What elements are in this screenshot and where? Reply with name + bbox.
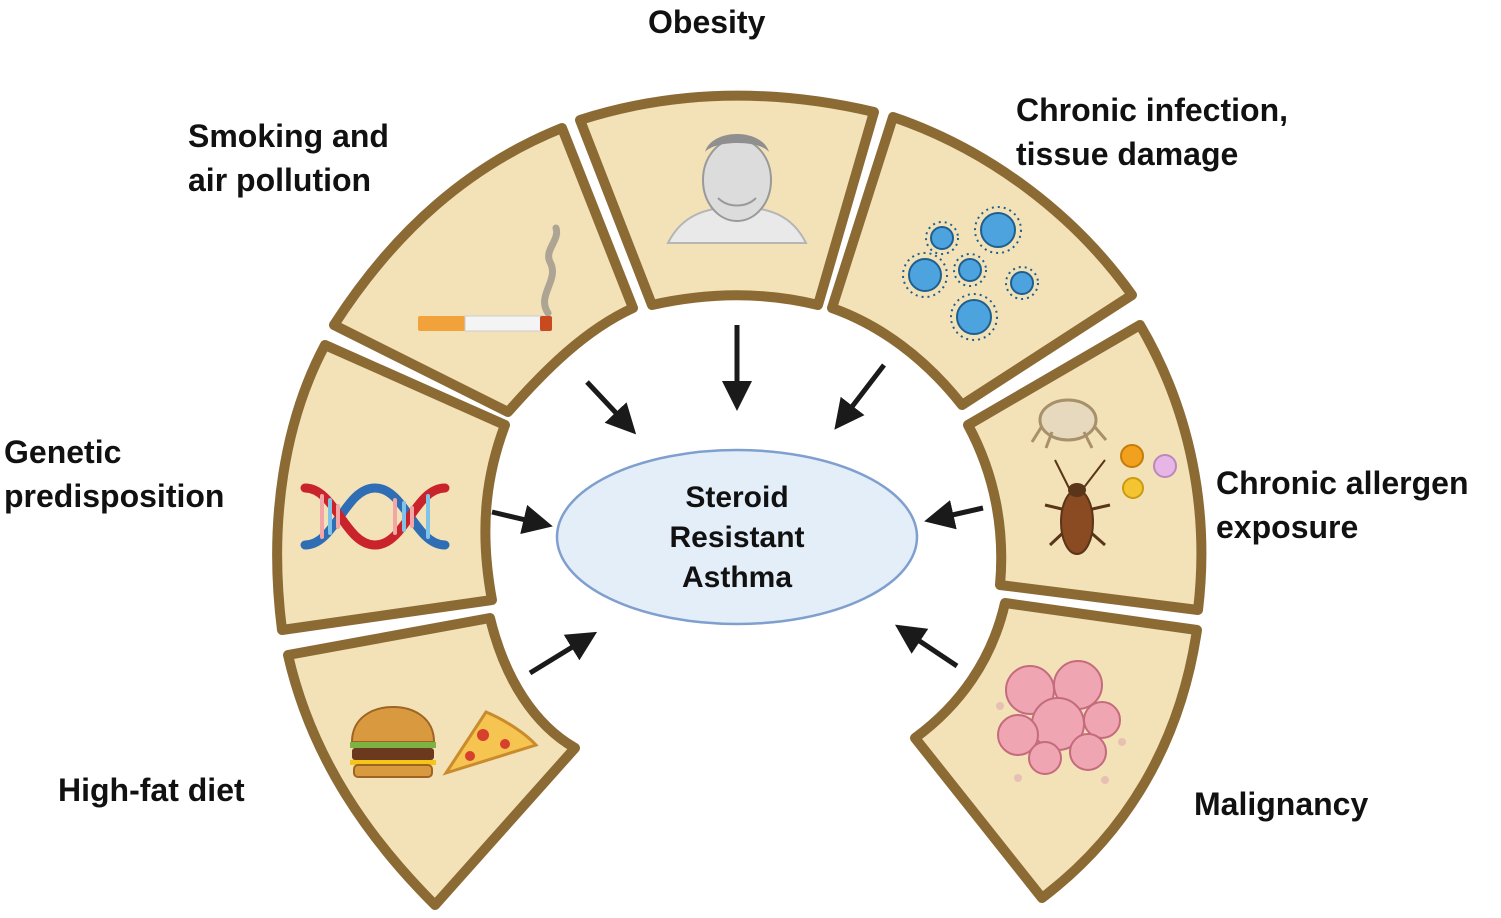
pollen-icon (1120, 444, 1177, 499)
label-infection-line2: tissue damage (1016, 136, 1239, 172)
label-allergen: Chronic allergen exposure (1216, 461, 1469, 549)
virus-icon (908, 212, 1034, 335)
label-infection-line1: Chronic infection, (1016, 92, 1288, 128)
obese-person-icon (666, 134, 808, 244)
tumor-cells-icon (996, 660, 1126, 784)
center-node: Steroid Resistant Asthma (555, 448, 919, 626)
cockroach-icon (1044, 459, 1111, 555)
panel-allergen (963, 320, 1207, 615)
label-genetic-line2: predisposition (4, 478, 225, 514)
mite-cockroach-pollen-icon (1030, 398, 1177, 555)
panel-smoking (329, 123, 638, 417)
label-smoking-line1: Smoking and (188, 118, 389, 154)
label-high-fat-diet: High-fat diet (58, 768, 245, 812)
pizza-icon (442, 710, 539, 776)
virus-spikes (902, 206, 1039, 341)
label-malignancy-line1: Malignancy (1194, 786, 1369, 822)
panel-genetic (272, 340, 510, 635)
label-smoking-line2: air pollution (188, 162, 372, 198)
arrow-allergen (924, 500, 984, 530)
arrow-infection (834, 363, 886, 430)
burger-pizza-icon (350, 705, 539, 778)
cigarette-icon (418, 224, 561, 332)
label-malignancy: Malignancy (1194, 782, 1368, 826)
label-high-fat-diet-line1: High-fat diet (58, 772, 245, 808)
label-smoking: Smoking and air pollution (188, 114, 389, 202)
dna-icon (300, 483, 450, 550)
burger-icon (350, 705, 436, 778)
label-genetic: Genetic predisposition (4, 430, 224, 518)
label-genetic-line1: Genetic (4, 434, 122, 470)
arrows (491, 325, 984, 676)
label-allergen-line2: exposure (1216, 509, 1359, 545)
center-title-line2: Resistant (669, 521, 804, 554)
arrow-genetic (491, 504, 553, 535)
mite-icon (1030, 398, 1108, 449)
label-obesity: Obesity (648, 0, 765, 44)
label-obesity-line1: Obesity (648, 4, 766, 40)
factor-panels (272, 90, 1207, 910)
center-title-line1: Steroid (685, 481, 788, 514)
center-title-line3: Asthma (682, 561, 792, 594)
panel-infection (827, 112, 1137, 410)
center-ellipse (555, 448, 919, 626)
arrow-smoking (585, 380, 637, 435)
label-allergen-line1: Chronic allergen (1216, 465, 1469, 501)
arrow-malignancy (895, 624, 959, 669)
label-infection: Chronic infection, tissue damage (1016, 88, 1288, 176)
arrow-high-fat-diet (528, 631, 598, 676)
